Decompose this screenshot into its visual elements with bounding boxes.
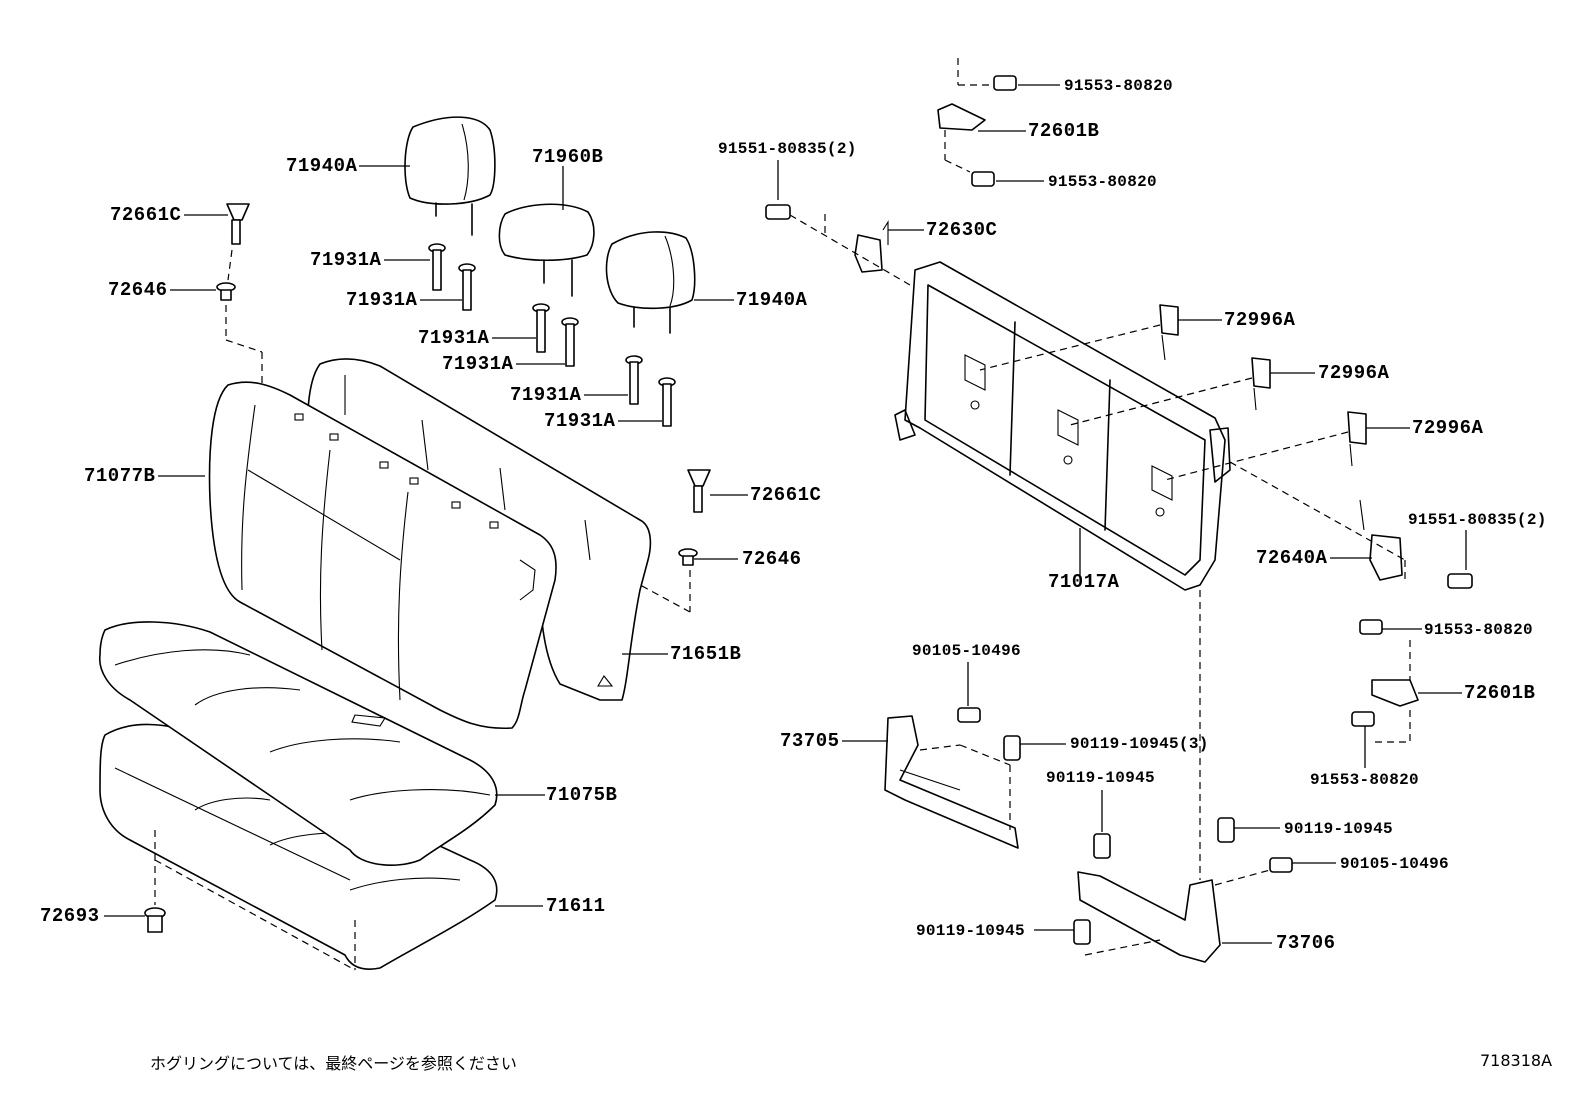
seat-back-frame-71017a xyxy=(894,261,1231,591)
clip-72646-mid xyxy=(678,548,698,566)
lock-72640a xyxy=(1359,499,1403,581)
bolt-91551-right xyxy=(1447,573,1473,589)
label-72601b-top: 72601B xyxy=(1028,120,1100,142)
hinge-72601b-right xyxy=(1371,679,1419,707)
bolt-90119-b xyxy=(1217,817,1235,843)
clip-72646-top xyxy=(216,282,236,301)
label-72661c-top: 72661C xyxy=(110,204,182,226)
label-71651b: 71651B xyxy=(670,643,742,665)
label-73706: 73706 xyxy=(1276,932,1336,954)
label-71931a-2: 71931A xyxy=(346,289,418,311)
label-73705: 73705 xyxy=(780,730,840,752)
label-90119-b: 90119-10945 xyxy=(1284,820,1393,838)
label-72630c: 72630C xyxy=(926,219,998,241)
bolt-91553-top2 xyxy=(971,171,995,187)
diagram-code: 718318A xyxy=(1480,1051,1553,1070)
label-90119-c: 90119-10945 xyxy=(916,922,1025,940)
label-72640a: 72640A xyxy=(1256,547,1328,569)
label-91551-left: 91551-80835(2) xyxy=(718,140,857,158)
headrest-71960b xyxy=(498,203,595,297)
bolt-90105-r xyxy=(1269,857,1293,873)
clip-72661c-mid xyxy=(687,469,711,513)
leader-lines xyxy=(104,84,1467,944)
bracket-73705 xyxy=(884,715,1019,849)
bolt-91553-r2 xyxy=(1351,711,1375,727)
label-91553-r2: 91553-80820 xyxy=(1310,771,1419,789)
belt-guides-72996a xyxy=(1159,304,1367,467)
label-72996a-2: 72996A xyxy=(1318,362,1390,384)
bolt-90119-a xyxy=(1093,833,1111,859)
label-90105-r: 90105-10496 xyxy=(1340,855,1449,873)
label-90119-3: 90119-10945(3) xyxy=(1070,735,1209,753)
clip-72661c-top xyxy=(226,203,250,245)
label-71931a-6: 71931A xyxy=(544,410,616,432)
bolt-91553-r1 xyxy=(1359,619,1383,635)
label-91551-right: 91551-80835(2) xyxy=(1408,511,1547,529)
label-91553-r1: 91553-80820 xyxy=(1424,621,1533,639)
label-90105-top: 90105-10496 xyxy=(912,642,1021,660)
label-71940a-left: 71940A xyxy=(286,155,358,177)
headrest-71940a-right xyxy=(605,231,696,334)
label-72646-top: 72646 xyxy=(108,279,168,301)
bolt-90119-c xyxy=(1073,919,1091,945)
bolt-91553-top1 xyxy=(993,75,1017,91)
bolt-90105-top xyxy=(957,707,981,723)
footer-note: ホグリングについては、最終ページを参照ください xyxy=(150,1054,517,1073)
label-71931a-5: 71931A xyxy=(510,384,582,406)
bolt-91551-left xyxy=(765,204,791,220)
headrest-supports xyxy=(428,243,676,427)
label-71931a-1: 71931A xyxy=(310,249,382,271)
bracket-73706 xyxy=(1077,871,1221,963)
seat-cushion-cover-71075b xyxy=(99,621,498,866)
label-71931a-3: 71931A xyxy=(418,327,490,349)
label-72996a-3: 72996A xyxy=(1412,417,1484,439)
label-71931a-4: 71931A xyxy=(442,353,514,375)
clip-72693 xyxy=(144,907,166,933)
label-72601b-r: 72601B xyxy=(1464,682,1536,704)
label-72646-mid: 72646 xyxy=(742,548,802,570)
label-71960b: 71960B xyxy=(532,146,604,168)
label-71075b: 71075B xyxy=(546,784,618,806)
bolt-90119-3 xyxy=(1003,735,1021,761)
headrest-71940a-left xyxy=(404,116,496,236)
label-71077b: 71077B xyxy=(84,465,156,487)
label-72661c-mid: 72661C xyxy=(750,484,822,506)
hinge-72601b-top xyxy=(937,103,986,131)
label-71611: 71611 xyxy=(546,895,606,917)
label-72996a-1: 72996A xyxy=(1224,309,1296,331)
lock-72630c xyxy=(854,220,889,273)
label-71017a: 71017A xyxy=(1048,571,1120,593)
label-71940a-right: 71940A xyxy=(736,289,808,311)
seat-back-cover-71077b xyxy=(208,381,557,730)
label-91553-top2: 91553-80820 xyxy=(1048,173,1157,191)
label-90119-a: 90119-10945 xyxy=(1046,769,1155,787)
seat-cushion-pad-71611 xyxy=(99,723,498,970)
label-91553-top1: 91553-80820 xyxy=(1064,77,1173,95)
label-72693: 72693 xyxy=(40,905,100,927)
